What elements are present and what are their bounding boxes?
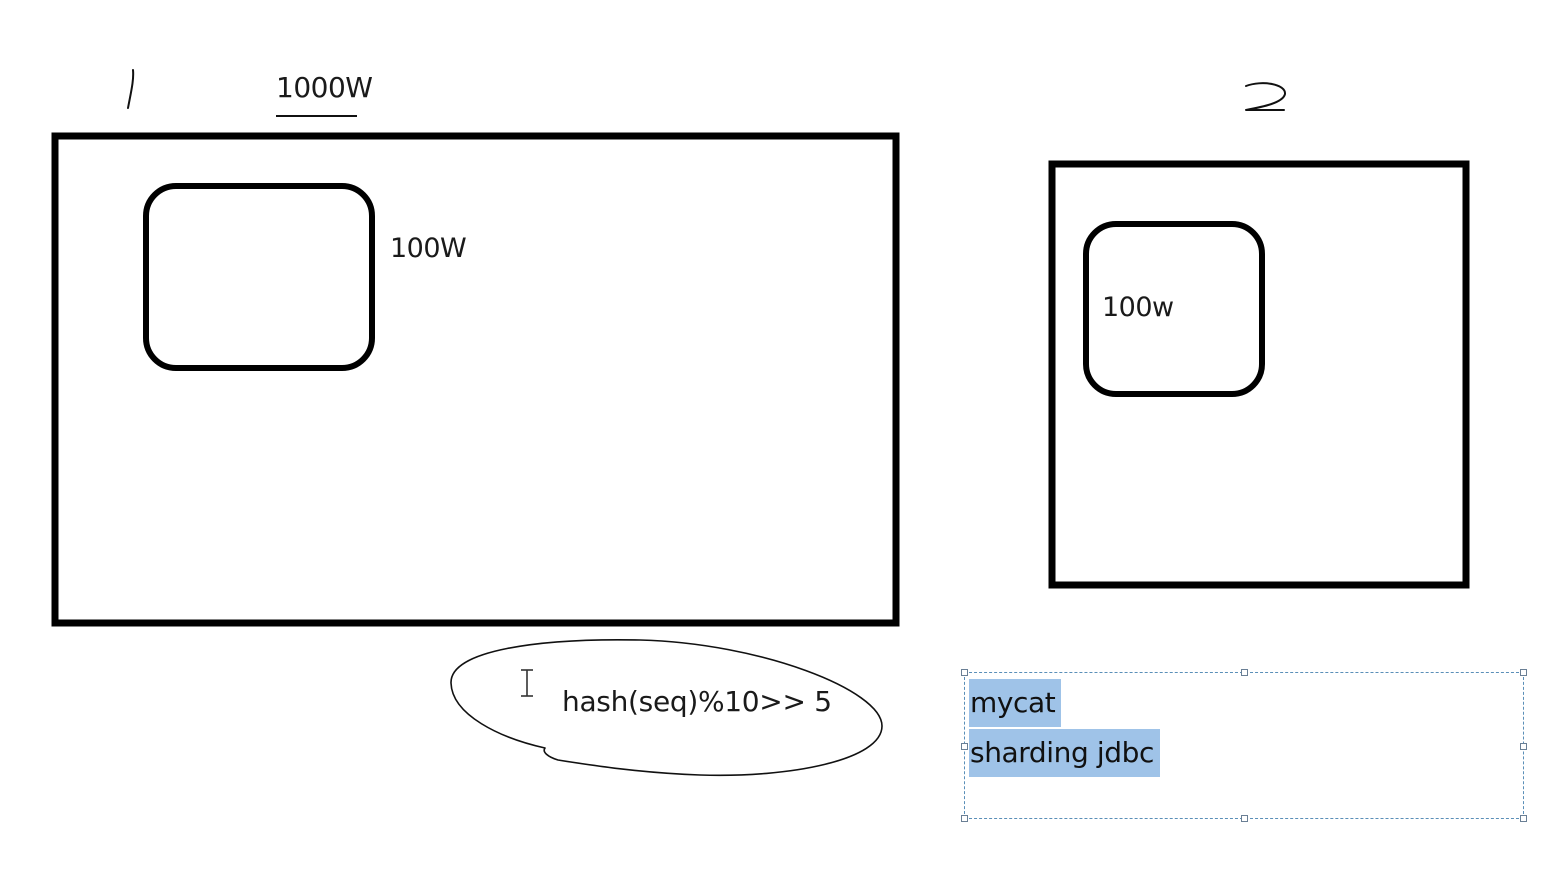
handdrawn-mark-2 — [1245, 82, 1286, 111]
second-table-box — [1048, 160, 1470, 589]
partition-2-rows-label: 100w — [1102, 292, 1174, 323]
resize-handle-bottom-middle[interactable] — [1241, 815, 1248, 822]
partition-box-2 — [1083, 221, 1265, 397]
selected-text-box[interactable]: mycat sharding jdbc — [961, 669, 1527, 822]
resize-handle-bottom-right[interactable] — [1520, 815, 1527, 822]
handdrawn-mark-1 — [127, 69, 135, 109]
resize-handle-top-left[interactable] — [961, 669, 968, 676]
large-table-box — [51, 132, 900, 627]
resize-handle-bottom-left[interactable] — [961, 815, 968, 822]
resize-handle-middle-left[interactable] — [961, 743, 968, 750]
partition-1-rows-label: 100W — [390, 233, 467, 264]
resize-handle-middle-right[interactable] — [1520, 743, 1527, 750]
hash-formula-label: hash(seq)%10>> 5 — [562, 685, 832, 718]
formula-ellipse — [450, 638, 883, 777]
partition-box-1 — [143, 183, 375, 371]
resize-handle-top-middle[interactable] — [1241, 669, 1248, 676]
resize-handle-top-right[interactable] — [1520, 669, 1527, 676]
text-cursor-icon — [521, 669, 533, 697]
textbox-line-mycat[interactable]: mycat — [969, 679, 1062, 727]
textbox-line-sharding-jdbc[interactable]: sharding jdbc — [969, 729, 1161, 777]
total-rows-label: 1000W — [276, 71, 373, 104]
